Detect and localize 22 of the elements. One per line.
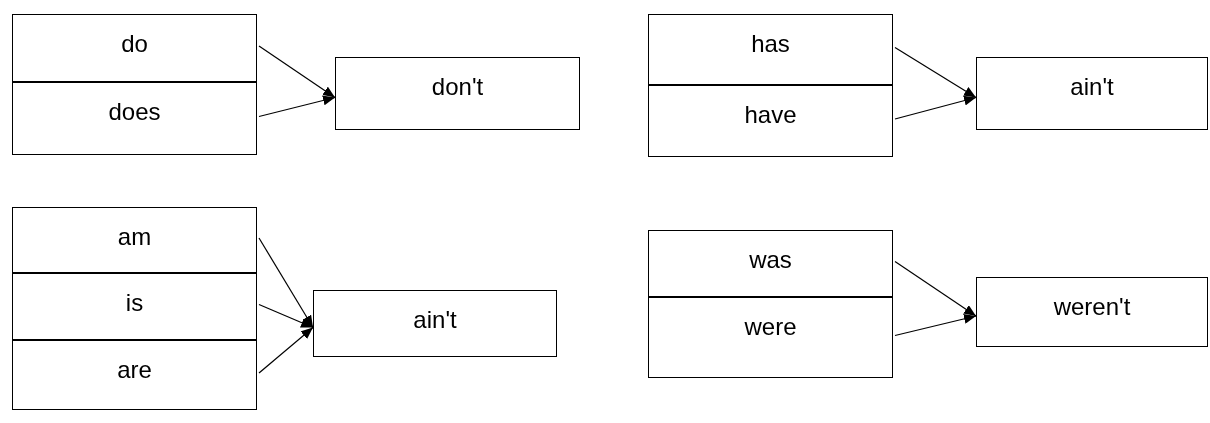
text-box: were xyxy=(648,297,893,378)
arrow xyxy=(894,95,977,120)
arrow xyxy=(894,260,977,317)
text-box: are xyxy=(12,340,257,410)
arrow xyxy=(894,46,977,99)
text-box: don't xyxy=(335,57,580,130)
arrow xyxy=(894,313,977,337)
text-box: do xyxy=(12,14,257,82)
arrow xyxy=(258,303,314,329)
text-box: is xyxy=(12,273,257,340)
text-box: ain't xyxy=(976,57,1208,130)
text-box: have xyxy=(648,85,893,157)
text-box: am xyxy=(12,207,257,273)
text-box: does xyxy=(12,82,257,155)
text-box: has xyxy=(648,14,893,85)
arrow xyxy=(258,95,336,118)
arrow xyxy=(258,45,336,99)
arrow xyxy=(258,237,314,329)
arrow xyxy=(258,326,314,374)
text-box: weren't xyxy=(976,277,1208,347)
text-box: ain't xyxy=(313,290,557,357)
text-box: was xyxy=(648,230,893,297)
